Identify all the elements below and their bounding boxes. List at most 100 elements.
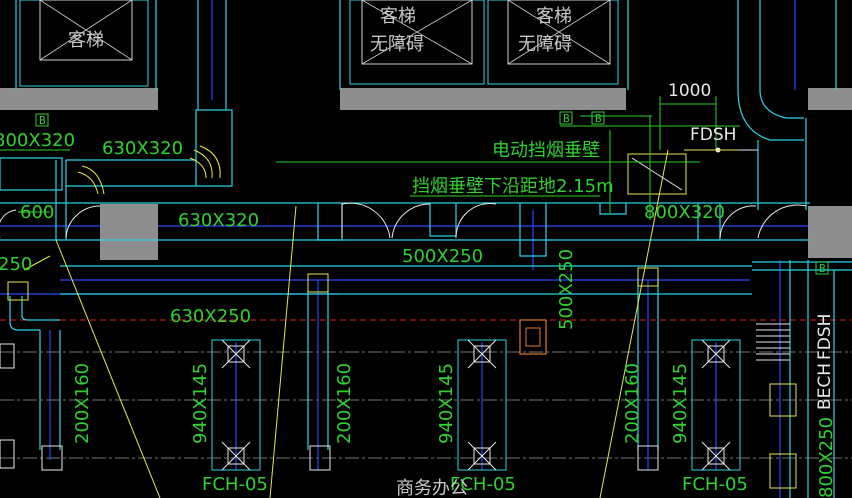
diffuser-1a [221,339,251,369]
duct-label-800x320-right: 800X320 [644,202,725,223]
grey-column-right [808,206,852,258]
fcu-box-2 [457,339,507,471]
yellow-elements [7,145,797,498]
diffuser-3a [701,339,731,369]
fch-label-2: FCH-05 [450,474,516,495]
elevator-3-door-wall [486,88,626,110]
fcu-box-3 [691,339,741,471]
grey-column-left [100,204,158,260]
lift-2-sublabel: 无障碍 [370,34,424,55]
door-5 [757,204,807,239]
door-6 [65,205,101,239]
elevator-3 [486,0,626,110]
dim-600-text: 600 [20,202,54,223]
duct-left-box [0,157,63,191]
damper-box-1 [7,281,29,301]
wall-notch-3 [519,203,547,257]
elevator-1-car [39,0,133,61]
elevator-2-car [361,0,473,65]
b-tag-box-3 [591,111,605,125]
branch-1-elbow [9,296,60,331]
elevator-2-frame [349,0,485,85]
bech-label: BECH [815,363,835,410]
yellow-diag-2 [599,149,669,498]
yellow-elbow-2 [77,165,105,195]
diffusers [221,339,731,471]
door-7 [0,209,17,238]
fcu-box-0b [0,439,15,469]
diffuser-3b [701,441,731,471]
yellow-leader [23,255,51,271]
smoke-wall-height-label: 挡烟垂壁下沿距地2.15m [412,176,614,197]
fcu-units [0,339,741,471]
elevator-2-x2 [361,0,473,65]
duct-v-a-box [195,109,233,187]
elevator-3-x2 [507,0,611,65]
duct-label-940x145-1: 940X145 [190,363,211,444]
duct-label-940x145-3: 940X145 [670,363,691,444]
door-2 [391,203,431,239]
duct-label-800x250-v: 800X250 [816,417,837,498]
duct-label-500x250-h: 500X250 [402,246,483,267]
b-tag-1: B [39,114,46,127]
lift-1-label: 客梯 [68,30,104,51]
lift-2-label: 客梯 [380,6,416,27]
wall-notch-4 [697,203,721,241]
room-label: 商务办公 [396,478,468,498]
elevator-1-x2 [39,0,133,61]
duct-label-630x320-b: 630X320 [178,210,259,231]
elevator-2 [340,0,486,110]
lift-3-sublabel: 无障碍 [518,34,572,55]
fcu-box-1 [211,339,261,471]
stair-lines [756,323,790,361]
duct-label-500x250-v: 500X250 [556,249,577,330]
duct-label-200x160-2: 200X160 [334,363,355,444]
fcu-outlet-3 [637,445,659,471]
b-tag-box-2 [559,111,573,125]
duct-label-200x160-3: 200X160 [622,363,643,444]
grey-wall-right-top [808,88,852,110]
door-1 [341,202,391,239]
duct-right-elbow [737,89,804,141]
dim-1000-text: 1000 [668,81,711,101]
fcu-box-0a [0,343,15,369]
duct-label-800x320-left: 800X320 [0,130,75,151]
diffuser-1b [221,441,251,471]
doors [0,202,807,239]
fdsh-vertical-label: FDSH [815,314,835,360]
smoke-wall-label: 电动挡烟垂壁 [492,140,600,161]
duct-label-630x320-a: 630X320 [102,138,183,159]
yellow-box-right-1 [769,383,797,417]
grid-lines [0,351,852,459]
yellow-box-right-2 [769,453,797,489]
fcu-outlet-1 [41,445,63,471]
wall-notch-5 [599,203,627,215]
b-tag-3: B [595,112,602,125]
fcu-outlet-2 [309,445,331,471]
duct-label-250: 250 [0,254,32,275]
orange-equipment [519,319,547,355]
diffuser-2a [467,339,497,369]
fdsh-text: FDSH [690,125,736,145]
b-tags: B B B B [35,111,829,275]
elevator-3-car [507,0,611,65]
fch-label-1: FCH-05 [202,474,268,495]
yellow-diag-1 [55,239,161,498]
b-tag-box-1 [35,113,49,127]
yellow-diag-3 [269,205,297,498]
b-tag-box-4 [815,261,829,275]
lift-3-label: 客梯 [536,6,572,27]
elevator-3-frame [487,0,619,85]
duct-label-630x250: 630X250 [170,306,251,327]
damper-box-2 [307,273,329,293]
elevator-1 [0,0,158,110]
b-tag-2: B [563,112,570,125]
elevator-1-door-wall [0,88,158,110]
duct-label-200x160-1: 200X160 [72,363,93,444]
yellow-elbow-1 [189,145,221,179]
damper-fdsh-diag [631,157,683,191]
damper-fdsh [627,153,687,195]
